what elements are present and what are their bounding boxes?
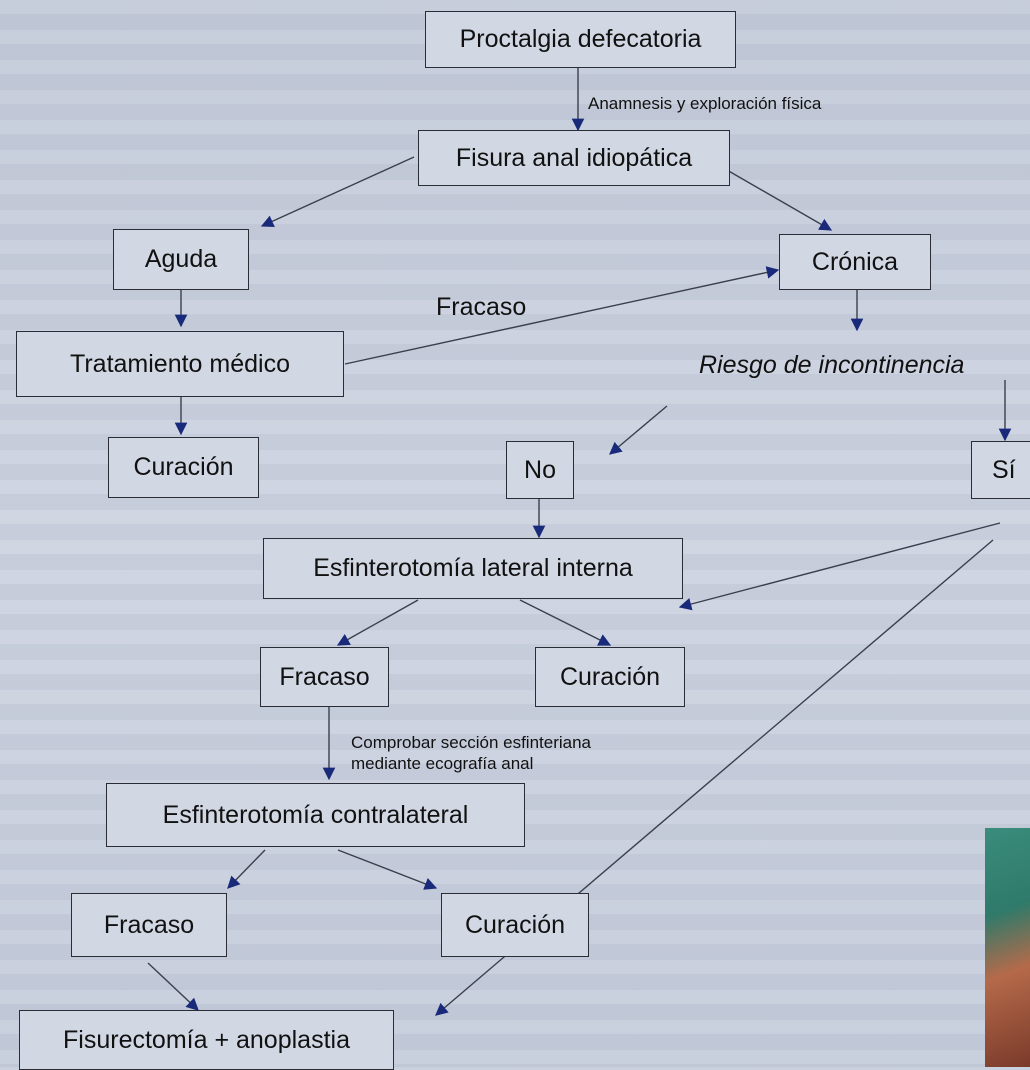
node-tratamiento: Tratamiento médico xyxy=(16,331,344,397)
label-anamnesis: Anamnesis y exploración física xyxy=(588,94,822,113)
label-fracaso-link: Fracaso xyxy=(436,293,527,321)
arrow-tratamiento-cronica xyxy=(344,266,780,365)
node-cronica: Crónica xyxy=(779,234,931,290)
node-esfinterotomia: Esfinterotomía lateral interna xyxy=(263,538,683,599)
node-fracaso-3: Fracaso xyxy=(71,893,227,957)
node-aguda: Aguda xyxy=(113,229,249,290)
photo-fragment xyxy=(985,828,1030,1067)
node-fisura: Fisura anal idiopática xyxy=(418,130,730,186)
node-fisurectomia: Fisurectomía + anoplastia xyxy=(19,1010,394,1070)
node-contralateral: Esfinterotomía contralateral xyxy=(106,783,525,847)
node-curacion-3: Curación xyxy=(441,893,589,957)
arrow-riesgo-no xyxy=(609,405,668,455)
label-comprobar-1: Comprobar sección esfinteriana xyxy=(351,733,592,752)
arrow-contralateral-curacion xyxy=(337,849,438,890)
node-curacion-2: Curación xyxy=(535,647,685,707)
arrow-si-esfinterotomia xyxy=(678,522,1001,611)
arrow-esfinterotomia-curacion xyxy=(519,599,612,646)
arrow-contralateral-fracaso xyxy=(227,849,266,889)
node-riesgo: Riesgo de incontinencia xyxy=(699,351,965,379)
node-si: Sí xyxy=(971,441,1030,499)
arrow-fracaso-fisurectomia xyxy=(147,962,199,1011)
arrow-esfinterotomia-fracaso xyxy=(336,599,419,646)
node-proctalgia: Proctalgia defecatoria xyxy=(425,11,736,68)
label-comprobar-2: mediante ecografía anal xyxy=(351,754,534,773)
arrow-fisura-aguda xyxy=(260,156,415,228)
node-fracaso-2: Fracaso xyxy=(260,647,389,707)
node-no: No xyxy=(506,441,574,499)
node-curacion-1: Curación xyxy=(108,437,259,498)
arrow-fisura-cronica xyxy=(719,165,833,231)
